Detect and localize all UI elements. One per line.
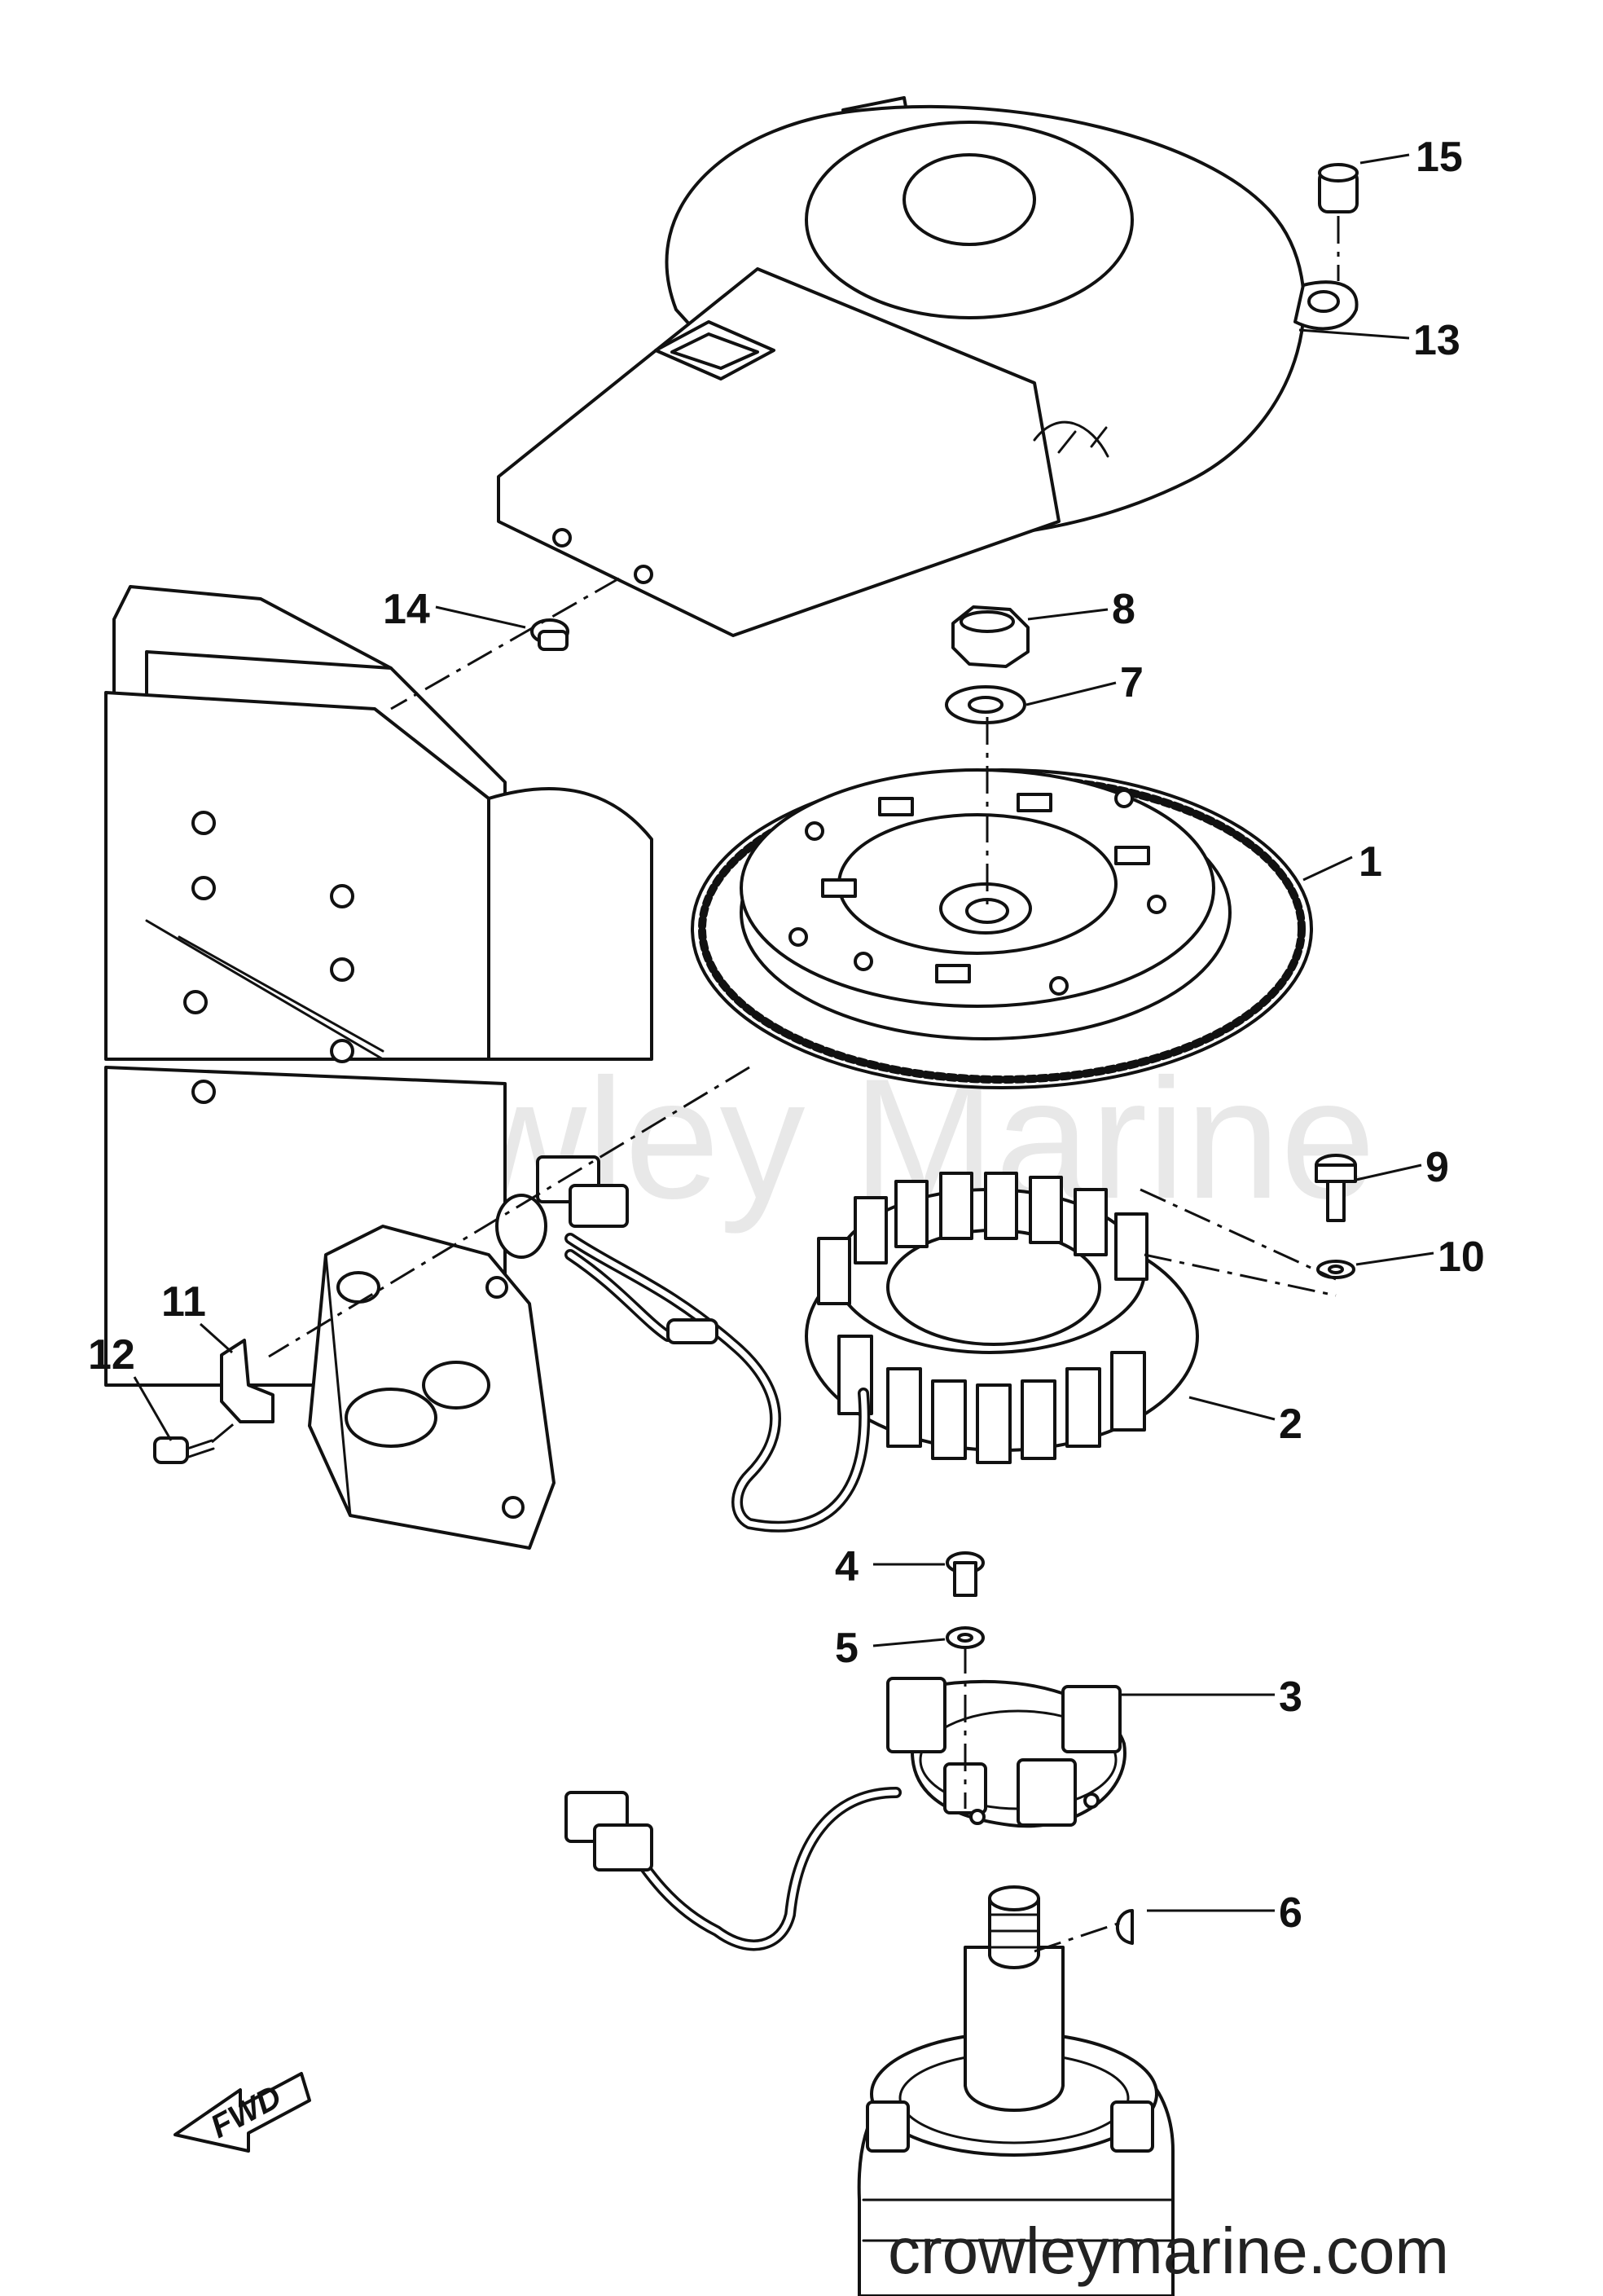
callout-14: 14	[383, 586, 430, 633]
part-4-screw	[946, 1551, 985, 1597]
callout-4: 4	[835, 1543, 859, 1590]
callout-15: 15	[1416, 134, 1463, 181]
callout-2: 2	[1279, 1401, 1302, 1448]
stator-wire-harness	[495, 1155, 871, 1533]
website-url: crowleymarine.com	[888, 2215, 1449, 2287]
part-5-washer	[946, 1626, 985, 1649]
pulser-wire-harness	[564, 1787, 902, 1951]
fwd-arrow-icon: FWD	[173, 2072, 311, 2153]
callout-13: 13	[1413, 317, 1460, 364]
crankshaft-end	[857, 1885, 1175, 2296]
part-11-bracket	[220, 1339, 274, 1423]
callout-labels: 1 2 3 4 5 6 7 8 9 10 11 12 13 14 15	[88, 134, 1485, 1937]
callout-9: 9	[1425, 1144, 1449, 1191]
part-14-bolt	[530, 618, 569, 651]
callout-1: 1	[1359, 838, 1382, 886]
callout-3: 3	[1279, 1674, 1302, 1721]
part-3-pulser-coil	[886, 1677, 1126, 1828]
part-6-key	[1116, 1909, 1134, 1945]
part-8-nut	[951, 605, 1030, 668]
part-12-screw	[153, 1436, 215, 1464]
callout-11: 11	[161, 1278, 206, 1326]
part-7-washer	[945, 685, 1026, 724]
callout-5: 5	[835, 1625, 859, 1672]
callout-7: 7	[1120, 659, 1144, 706]
part-9-bolt	[1315, 1154, 1357, 1222]
part-2-stator	[805, 1172, 1199, 1464]
crankcase-mount	[308, 1225, 556, 1550]
alignment-lines	[211, 216, 1340, 1953]
part-10-washer	[1316, 1260, 1355, 1279]
leader-lines	[133, 153, 1434, 1912]
callout-6: 6	[1279, 1889, 1302, 1937]
part-15-grommet	[1318, 163, 1359, 213]
callout-10: 10	[1438, 1234, 1485, 1281]
part-1-flywheel	[691, 768, 1313, 1089]
callout-12: 12	[88, 1331, 135, 1379]
engine-block	[104, 585, 653, 1387]
callout-8: 8	[1112, 586, 1135, 633]
part-13-flywheel-cover	[497, 96, 1359, 637]
